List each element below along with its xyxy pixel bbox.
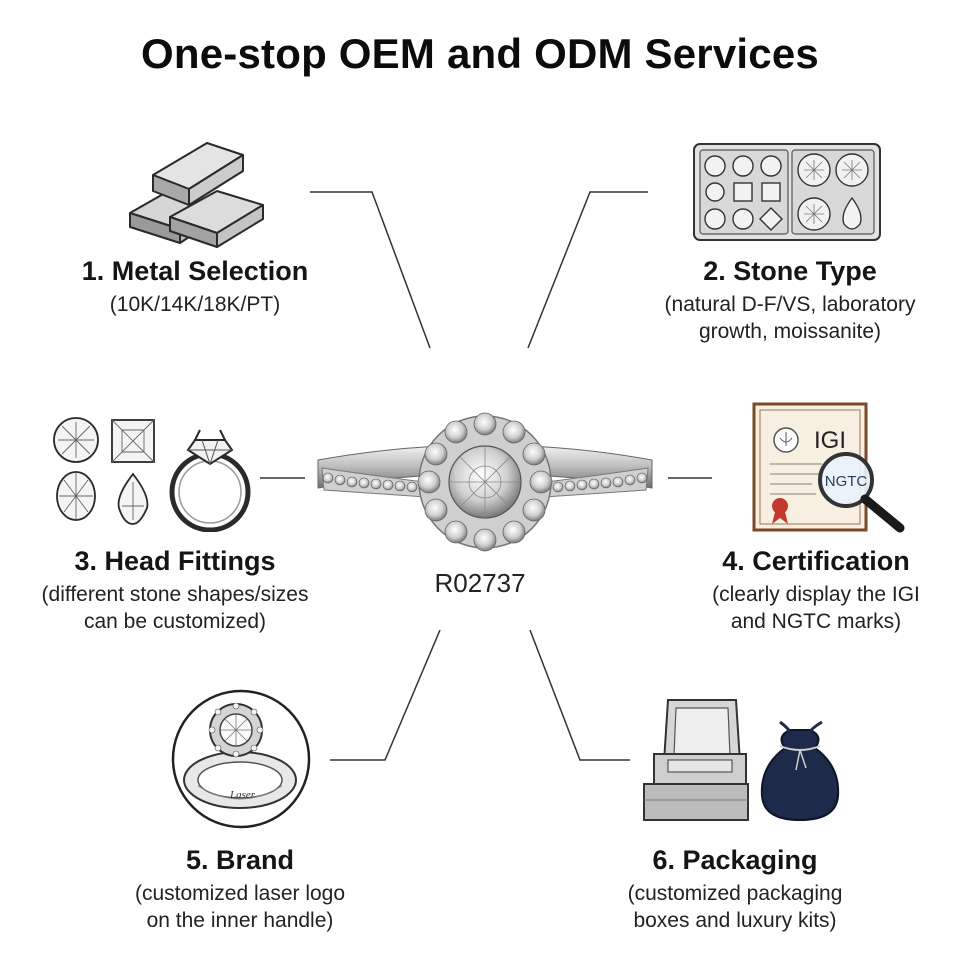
- connector-metal: [310, 191, 431, 349]
- service-desc-line: on the inner handle): [146, 909, 334, 932]
- page-title: One-stop OEM and ODM Services: [141, 30, 819, 77]
- metal-bars-icon: [129, 142, 264, 248]
- certificate-icon: IGI NGTC: [752, 402, 905, 533]
- service-heading: 3. Head Fittings: [74, 546, 276, 576]
- stone-tray-icon: [693, 143, 881, 241]
- product-code: R02737: [434, 568, 526, 598]
- laser-engraving: Laser: [229, 789, 256, 801]
- service-brand: 5. Brand (customized laser logo on the i…: [100, 845, 380, 934]
- service-heading: 5. Brand: [185, 845, 295, 875]
- service-desc-line: (different stone shapes/sizes: [41, 583, 309, 606]
- packaging-icon: [643, 699, 840, 822]
- service-desc-line: (natural D-F/VS, laboratory: [664, 293, 916, 316]
- service-desc-line: can be customized): [83, 610, 267, 633]
- service-desc-line: (10K/14K/18K/PT): [109, 293, 281, 316]
- service-heading: 4. Certification: [722, 546, 910, 576]
- ngtc-mark: NGTC: [825, 473, 868, 490]
- service-certification: 4. Certification (clearly display the IG…: [680, 546, 952, 635]
- engraved-ring-icon: Laser: [171, 689, 311, 829]
- service-desc-line: growth, moissanite): [698, 320, 882, 343]
- service-heading: 1. Metal Selection: [81, 256, 309, 286]
- service-metal-selection: 1. Metal Selection (10K/14K/18K/PT): [50, 256, 340, 318]
- service-desc-line: (customized packaging: [627, 882, 843, 905]
- center-ring-image: [317, 412, 653, 552]
- connector-stone: [527, 191, 648, 349]
- service-stone-type: 2. Stone Type (natural D-F/VS, laborator…: [630, 256, 950, 345]
- connector-packaging: [529, 629, 630, 761]
- service-desc-line: (customized laser logo: [134, 882, 346, 905]
- service-head-fittings: 3. Head Fittings (different stone shapes…: [10, 546, 340, 635]
- stone-shapes-icon: [53, 417, 251, 532]
- service-desc-line: and NGTC marks): [730, 610, 902, 633]
- connector-brand: [330, 629, 441, 761]
- service-packaging: 6. Packaging (customized packaging boxes…: [590, 845, 880, 934]
- igi-mark: IGI: [814, 427, 846, 454]
- service-desc-line: (clearly display the IGI: [712, 583, 920, 606]
- service-heading: 2. Stone Type: [703, 256, 877, 286]
- service-desc-line: boxes and luxury kits): [633, 909, 837, 932]
- service-heading: 6. Packaging: [652, 845, 818, 875]
